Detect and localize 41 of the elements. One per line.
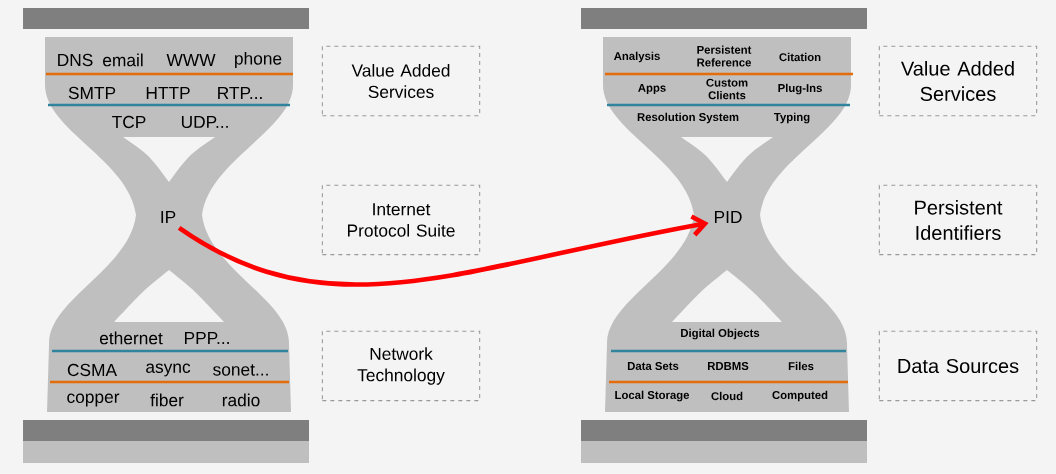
dashed-box: Network Technology: [321, 330, 481, 402]
layer-label: Citation: [779, 52, 821, 62]
layer-label: RDBMS: [708, 362, 749, 370]
layer-label: Computed: [772, 390, 828, 402]
layer-label: DNS: [58, 53, 93, 67]
layer-label: WWW: [166, 54, 216, 66]
layer-label: fiber: [150, 393, 184, 407]
layer-label: Local Storage: [615, 390, 690, 402]
layer-label: async: [146, 363, 191, 377]
layer-label: IP: [161, 211, 176, 223]
dashed-box: Value Added Services: [321, 45, 481, 117]
layer-label: Cloud: [711, 391, 743, 401]
layer-label: phone: [235, 51, 282, 69]
layer-label: Analysis: [613, 51, 660, 63]
layer-label: sonet...: [213, 364, 268, 376]
dashed-box: Internet Protocol Suite: [321, 184, 481, 256]
dashed-box: Data Sources: [878, 330, 1038, 402]
layer-label: PPP...: [185, 332, 229, 344]
layer-label: CSMA: [67, 363, 117, 377]
layer-label: TCP: [112, 115, 146, 129]
layer-label: radio: [222, 393, 260, 407]
curved-arrow: [177, 214, 709, 287]
layer-label: copper: [67, 393, 120, 407]
layer-label: Files: [788, 361, 814, 371]
layer-label: Data Sets: [627, 362, 679, 370]
layer-label: RTP...: [218, 87, 262, 99]
layer-label: SMTP: [68, 86, 116, 100]
dashed-box: Persistent Identifiers: [878, 184, 1038, 256]
layer-label: Digital Objects: [681, 328, 760, 340]
layer-label: PID: [715, 211, 742, 223]
layer-label: email: [103, 53, 143, 67]
layer-label: Plug-Ins: [778, 83, 822, 95]
layer-label: UDP...: [181, 115, 228, 129]
dashed-box: Value Added Services: [878, 45, 1038, 117]
layer-label: Persistent Reference: [697, 45, 752, 67]
layer-label: ethernet: [99, 331, 163, 345]
layer-label: Typing: [774, 112, 810, 124]
layer-label: Apps: [638, 83, 666, 95]
layer-label: Resolution System: [637, 112, 739, 124]
layer-label: Custom Clients: [706, 78, 748, 100]
layer-label: HTTP: [146, 87, 190, 99]
